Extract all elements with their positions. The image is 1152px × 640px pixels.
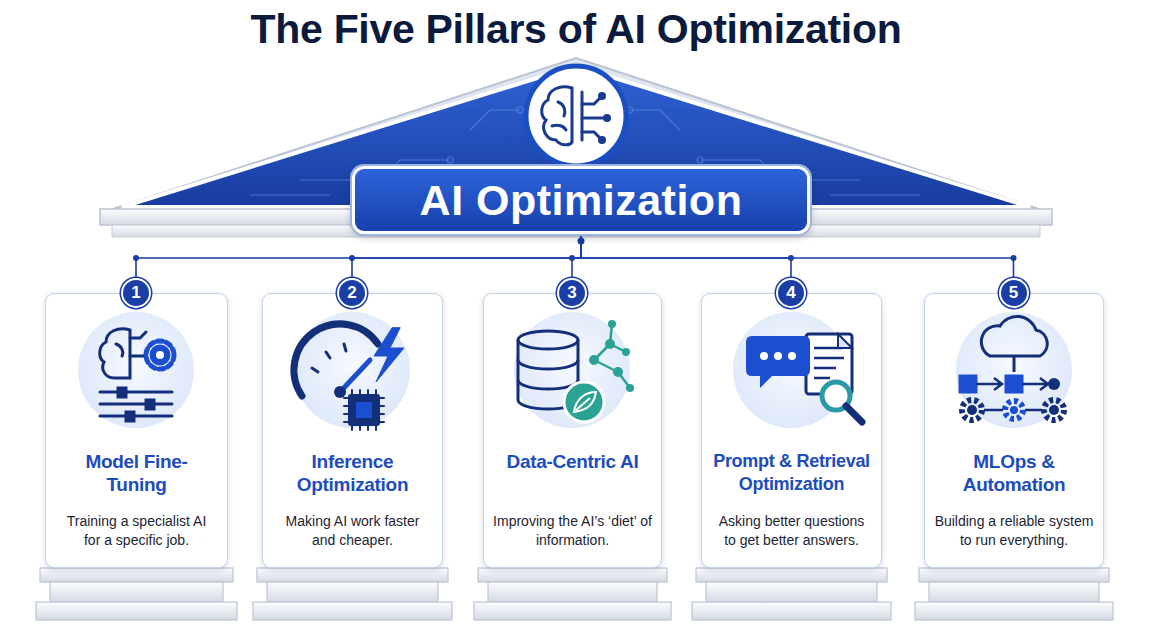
connector-line	[572, 234, 581, 278]
prompt-icon	[746, 330, 862, 422]
number-text: 3	[567, 283, 576, 303]
fine-tuning-icon	[100, 329, 174, 421]
title-banner: AI Optimization	[352, 166, 810, 234]
junction-dot	[133, 255, 139, 261]
junction-dot	[788, 255, 794, 261]
number-text: 1	[131, 283, 140, 303]
number-text: 4	[786, 283, 795, 303]
icon-backdrops	[78, 312, 1072, 428]
pillar-heading: Inference Optimization	[263, 450, 442, 496]
mlops-icon	[960, 316, 1064, 420]
junction-dot	[569, 255, 575, 261]
callout-number: 5	[999, 278, 1029, 308]
connector-line	[352, 234, 581, 278]
data-icon	[518, 320, 634, 422]
diagram-title: The Five Pillars of AI Optimization	[0, 6, 1152, 53]
connector-line	[136, 234, 581, 278]
junction-dot	[578, 238, 585, 245]
number-text: 2	[347, 283, 356, 303]
pillar-card: Data-Centric AI Improving the AI’s ‘diet’…	[483, 293, 662, 568]
pillar-description: Asking better questions to get better an…	[702, 512, 881, 550]
callout-number: 3	[557, 278, 587, 308]
pillar-description: Training a specialist AI for a specific …	[46, 512, 227, 550]
pillar-bases	[36, 568, 1113, 620]
pillar-card: Inference OptimizationMaking AI work fas…	[262, 293, 443, 568]
speed-icon	[294, 324, 404, 430]
brain-emblem	[526, 66, 626, 166]
junction-dot	[1011, 255, 1017, 261]
banner-text: AI Optimization	[420, 176, 743, 225]
pillar-description: Making AI work faster and cheaper.	[263, 512, 442, 550]
pillar-heading: MLOps & Automation	[925, 450, 1103, 496]
pillar-heading: Model Fine-Tuning	[46, 450, 227, 496]
roof	[100, 58, 1052, 237]
junction-dot	[349, 255, 355, 261]
pillar-card: Prompt & Retrieval OptimizationAsking be…	[701, 293, 882, 568]
connector-line	[581, 234, 791, 278]
pillar-card: Model Fine-TuningTraining a specialist A…	[45, 293, 228, 568]
pillar-heading: Prompt & Retrieval Optimization	[702, 450, 881, 496]
pillar-description: Building a reliable system to run everyt…	[925, 512, 1103, 550]
pillar-description: Improving the AI’s ‘diet’ of information…	[484, 512, 661, 550]
callout-number: 1	[121, 278, 151, 308]
connector-line	[581, 234, 1014, 278]
number-text: 5	[1009, 283, 1018, 303]
callout-number: 2	[337, 278, 367, 308]
callout-number: 4	[776, 278, 806, 308]
pillar-card: MLOps & AutomationBuilding a reliable sy…	[924, 293, 1104, 568]
pillar-heading: Data-Centric AI	[484, 450, 661, 473]
